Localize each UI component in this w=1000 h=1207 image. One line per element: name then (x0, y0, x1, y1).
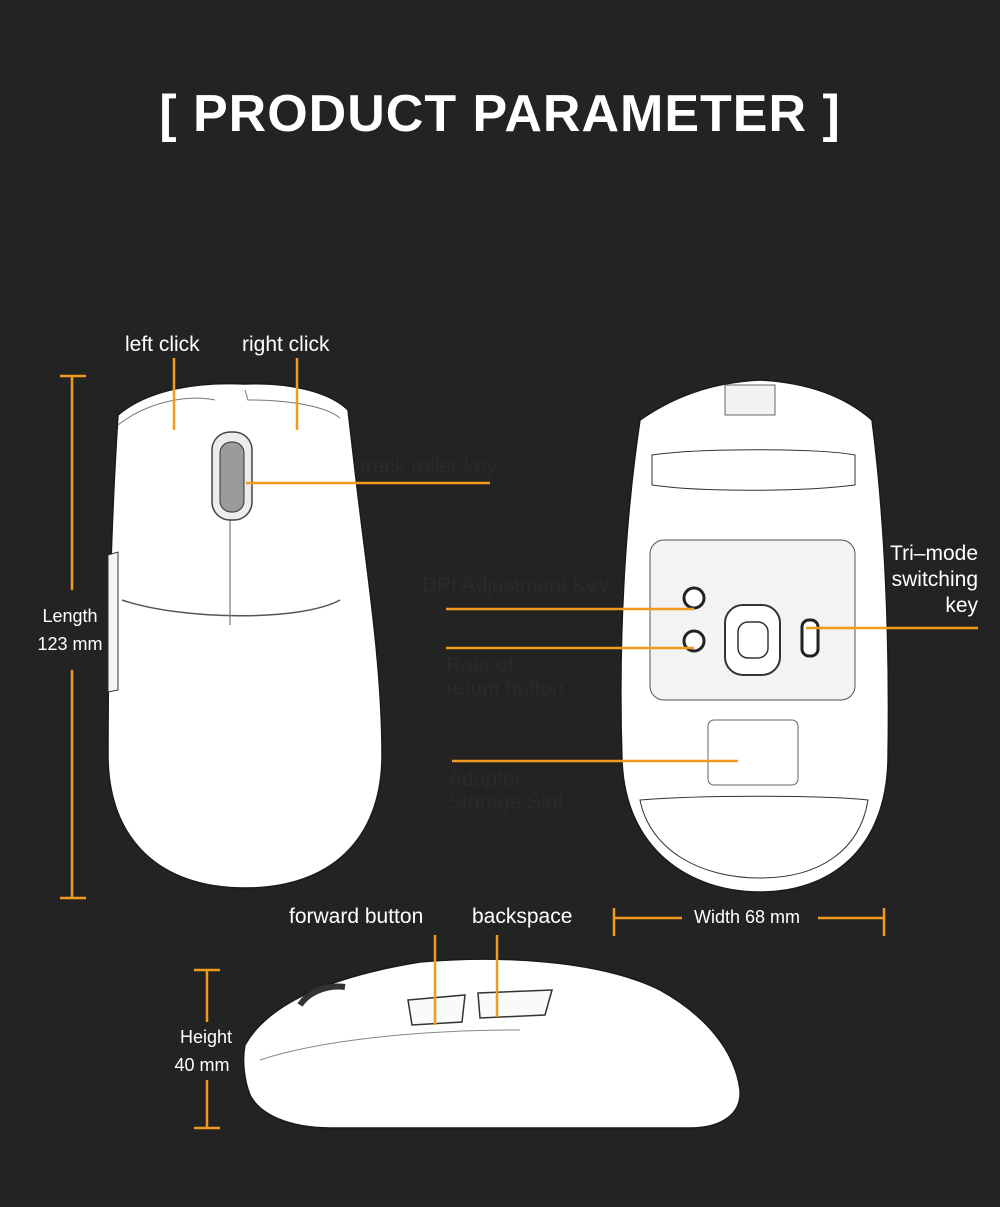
tri-mode-label-line3: key (945, 594, 978, 617)
rate-label-line1: Rate of (446, 654, 514, 677)
rate-label-line2: retum button (446, 677, 564, 700)
track-roller-key-label: track roller key (360, 455, 497, 478)
adapter-label-line1: Adapter (448, 768, 522, 791)
backspace-label: backspace (472, 905, 573, 928)
adapter-label-line2: Storage Slot (448, 791, 564, 814)
forward-button-label: forward button (289, 905, 424, 928)
page-title: [ PRODUCT PARAMETER ] (159, 85, 841, 143)
mouse-top-view (107, 382, 383, 889)
dimension-lines (60, 374, 886, 1130)
height-label: Height (179, 1027, 233, 1047)
dpi-key-label: DPI Adjustment Key (422, 574, 609, 597)
left-click-label: left click (125, 333, 200, 356)
length-value: 123 mm (37, 634, 103, 654)
tri-mode-label-line2: switching (891, 568, 978, 591)
mouse-side-view (242, 958, 741, 1129)
right-click-label: right click (242, 333, 330, 356)
mouse-bottom-view (620, 379, 890, 893)
height-value: 40 mm (174, 1055, 230, 1075)
tri-mode-label-line1: Tri–mode (890, 542, 978, 565)
width-label: Width 68 mm (694, 907, 801, 927)
callout-lines (172, 358, 978, 1025)
length-label: Length (42, 606, 98, 626)
